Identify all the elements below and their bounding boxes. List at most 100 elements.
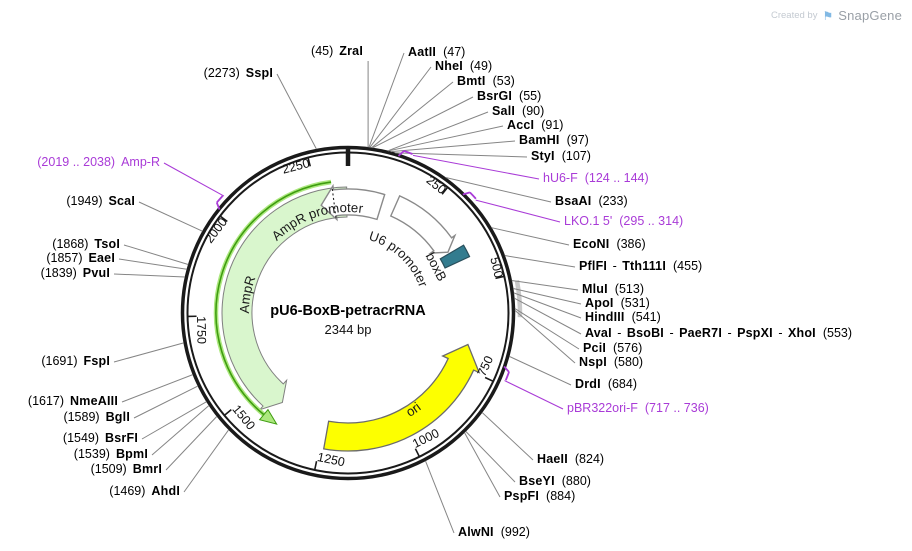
- callout-line-ScaI: [138, 201, 203, 232]
- tick-mark-500: [495, 275, 505, 280]
- primer-arc-Amp-R[interactable]: [216, 195, 224, 204]
- enzyme-label-HaeII[interactable]: HaeII(824): [537, 452, 605, 467]
- tick-mark-1250: [313, 461, 318, 471]
- enzyme-label-AvaI[interactable]: AvaI - BsoBI - PaeR7I - PspXI - XhoI(553…: [585, 326, 853, 341]
- tick-mark-750: [484, 376, 494, 383]
- enzyme-label-EcoNI[interactable]: EcoNI(386): [573, 237, 646, 252]
- callout-line-BsrGI: [372, 96, 474, 149]
- primer-hook-hU6-F: [397, 150, 405, 157]
- enzyme-label-PvuI[interactable]: (1839)PvuI: [40, 266, 110, 281]
- enzyme-label-EaeI[interactable]: (1857)EaeI: [46, 251, 115, 266]
- tick-mark-2000: [219, 215, 228, 223]
- callout-line-HaeII: [481, 412, 534, 461]
- primer-callout-line-pBR322ori-F: [504, 380, 564, 410]
- callout-line-BseYI: [465, 431, 516, 483]
- enzyme-label-TsoI[interactable]: (1868)TsoI: [52, 237, 120, 252]
- enzyme-label-BmrI[interactable]: (1509)BmrI: [90, 462, 162, 477]
- enzyme-label-BsrFI[interactable]: (1549)BsrFI: [62, 431, 138, 446]
- primer-label-hU6-F[interactable]: hU6-F(124 .. 144): [543, 171, 649, 186]
- callout-line-NspI: [514, 309, 576, 364]
- callout-line-BpmI: [151, 405, 210, 456]
- enzyme-label-NmeAIII[interactable]: (1617)NmeAIII: [27, 394, 118, 409]
- enzyme-label-PflFI[interactable]: PflFI - Tth111I(455): [579, 259, 703, 274]
- enzyme-label-PciI[interactable]: PciI(576): [583, 341, 643, 356]
- callout-line-BamHI: [390, 140, 516, 153]
- callout-line-MluI: [511, 280, 579, 291]
- enzyme-label-HindIII[interactable]: HindIII(541): [585, 310, 661, 325]
- callout-line-AatII: [368, 52, 405, 148]
- primer-label-pBR322ori-F[interactable]: pBR322ori-F(717 .. 736): [567, 401, 709, 416]
- snapgene-flag-icon: ⚑: [822, 8, 834, 23]
- primer-callout-line-Amp-R: [163, 162, 225, 197]
- enzyme-label-ZraI[interactable]: (45)ZraI: [311, 44, 363, 59]
- callout-line-EcoNI: [491, 227, 570, 246]
- tick-label-2250: 2250: [281, 156, 311, 176]
- snapgene-brand-text: SnapGene: [838, 8, 902, 23]
- tick-label-250: 250: [424, 173, 449, 197]
- enzyme-label-BmtI[interactable]: BmtI(53): [457, 74, 515, 89]
- callout-line-AlwNI: [425, 460, 455, 534]
- tick-label-750: 750: [475, 354, 497, 379]
- enzyme-label-DrdI[interactable]: DrdI(684): [575, 377, 637, 392]
- feature-boundary-dotted-line: [331, 187, 337, 218]
- enzyme-label-ApoI[interactable]: ApoI(531): [585, 296, 650, 311]
- primer-callout-line-LKO.1 5': [475, 199, 561, 223]
- callout-line-AvaI: [514, 297, 582, 335]
- callout-line-BglI: [133, 385, 199, 419]
- primer-label-LKO.1 5'[interactable]: LKO.1 5'(295 .. 314): [564, 214, 684, 229]
- enzyme-label-BsrGI[interactable]: BsrGI(55): [477, 89, 542, 104]
- enzyme-label-AccI[interactable]: AccI(91): [507, 118, 564, 133]
- callout-line-PspFI: [464, 432, 501, 498]
- enzyme-label-NspI[interactable]: NspI(580): [579, 355, 644, 370]
- enzyme-label-ScaI[interactable]: (1949)ScaI: [66, 194, 135, 209]
- enzyme-label-AlwNI[interactable]: AlwNI(992): [458, 525, 530, 540]
- callout-line-SalI: [387, 111, 489, 152]
- ampr-frame-arc-core: [215, 181, 332, 416]
- feature-ori-arrow[interactable]: [322, 343, 481, 452]
- callout-line-PvuI: [113, 273, 185, 278]
- enzyme-label-PspFI[interactable]: PspFI(884): [504, 489, 576, 504]
- enzyme-label-BamHI[interactable]: BamHI(97): [519, 133, 589, 148]
- enzyme-label-FspI[interactable]: (1691)FspI: [41, 354, 110, 369]
- enzyme-label-SspI[interactable]: (2273)SspI: [203, 66, 273, 81]
- primer-arc-LKO.1 5'[interactable]: [469, 191, 477, 200]
- primer-label-Amp-R[interactable]: (2019 .. 2038)Amp-R: [37, 155, 160, 170]
- plasmid-title: pU6-BoxB-petracrRNA: [270, 303, 426, 319]
- enzyme-label-MluI[interactable]: MluI(513): [582, 282, 644, 297]
- callout-line-BsaAI: [445, 177, 552, 203]
- tick-mark-1500: [223, 409, 232, 416]
- feature-u6-promoter-arrow[interactable]: [389, 194, 457, 254]
- feature-ampr-arrow[interactable]: [221, 186, 348, 411]
- primer-arc-hU6-F[interactable]: [403, 150, 413, 155]
- callout-line-PflFI: [504, 255, 576, 268]
- enzyme-label-BpmI[interactable]: (1539)BpmI: [73, 447, 148, 462]
- plasmid-title-block: pU6-BoxB-petracrRNA 2344 bp: [270, 303, 426, 337]
- primer-hook-LKO.1 5': [462, 191, 471, 196]
- enzyme-label-StyI[interactable]: StyI(107): [531, 149, 591, 164]
- tick-mark-250: [441, 186, 449, 195]
- tick-label-1750: 1750: [194, 316, 209, 344]
- plasmid-size: 2344 bp: [324, 322, 372, 337]
- callout-line-StyI: [395, 152, 528, 158]
- enzyme-label-AatII[interactable]: AatII(47): [408, 45, 466, 60]
- enzyme-label-BseYI[interactable]: BseYI(880): [519, 474, 591, 489]
- tick-mark-1000: [414, 448, 421, 458]
- callout-line-AhdI: [183, 429, 230, 493]
- enzyme-label-AhdI[interactable]: (1469)AhdI: [109, 484, 180, 499]
- primer-arc-pBR322ori-F[interactable]: [504, 371, 510, 381]
- callout-line-NheI: [369, 66, 432, 148]
- callout-line-PciI: [514, 308, 580, 350]
- tick-label-500: 500: [487, 256, 505, 280]
- enzyme-label-BsaAI[interactable]: BsaAI(233): [555, 194, 628, 209]
- enzyme-label-SalI[interactable]: SalI(90): [492, 104, 545, 119]
- feature-ampr-promoter-arrow[interactable]: [320, 183, 386, 222]
- tick-label-1250: 1250: [316, 450, 346, 469]
- feature-boxb-block[interactable]: [439, 244, 471, 269]
- enzyme-label-BglI[interactable]: (1589)BglI: [63, 410, 130, 425]
- enzyme-label-NheI[interactable]: NheI(49): [435, 59, 493, 74]
- callout-line-HindIII: [513, 292, 582, 319]
- tick-mark-2250: [307, 157, 312, 167]
